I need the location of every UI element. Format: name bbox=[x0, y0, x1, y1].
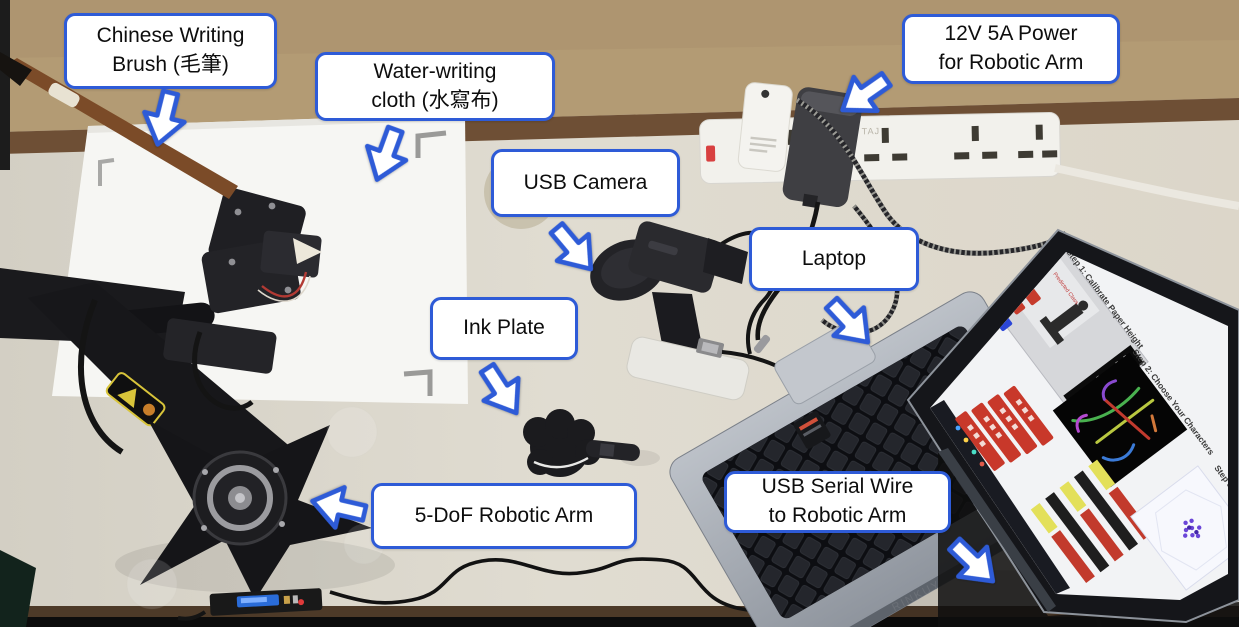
robotic-arm bbox=[0, 52, 395, 621]
usb-charger bbox=[737, 82, 793, 172]
callout-laptop: Laptop bbox=[749, 227, 919, 291]
callout-chinese-writing-brush: Chinese Writing Brush (毛筆) bbox=[64, 13, 277, 89]
callout-usb-serial-wire: USB Serial Wire to Robotic Arm bbox=[724, 471, 951, 533]
ink-plate bbox=[523, 409, 660, 477]
callout-power-adapter: 12V 5A Power for Robotic Arm bbox=[902, 14, 1120, 84]
power-strip-mark: TAJ bbox=[862, 126, 881, 136]
callout-ink-plate: Ink Plate bbox=[430, 297, 578, 360]
callout-water-writing-cloth: Water-writing cloth (水寫布) bbox=[315, 52, 555, 121]
power-strip-cord bbox=[1054, 164, 1239, 210]
amd-sticker bbox=[793, 411, 831, 449]
controller-board bbox=[209, 588, 323, 616]
power-adapter-12v bbox=[782, 87, 863, 208]
chinese-writing-brush bbox=[0, 52, 238, 199]
callout-usb-camera: USB Camera bbox=[491, 149, 680, 217]
callout-robotic-arm: 5-DoF Robotic Arm bbox=[371, 483, 637, 549]
usb-serial-wire bbox=[329, 557, 857, 624]
